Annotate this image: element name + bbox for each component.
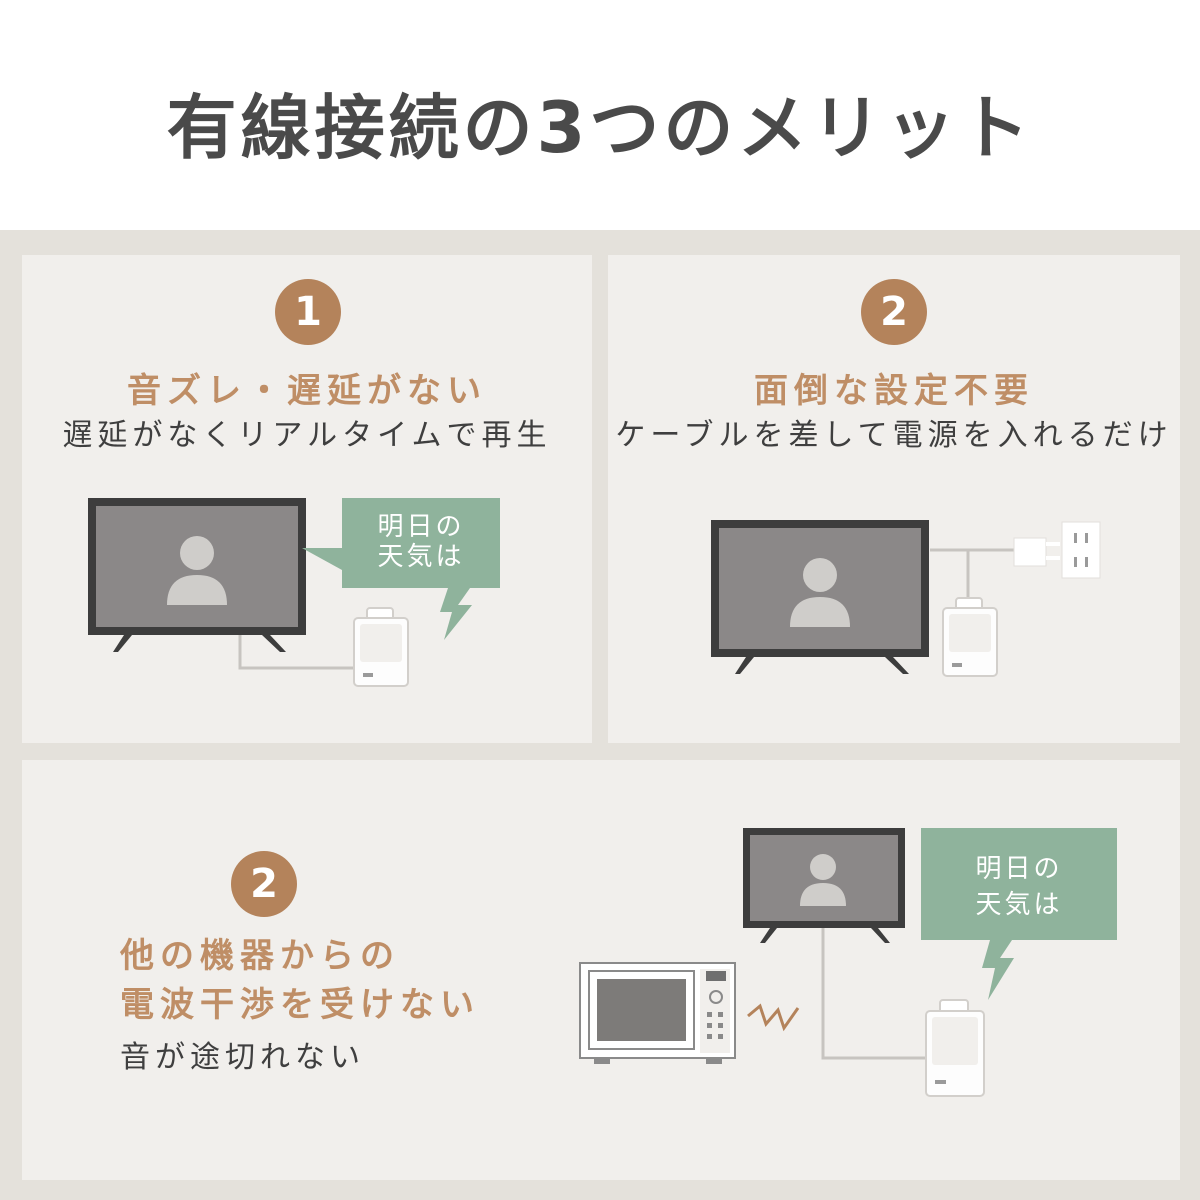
merit-heading-3-line-1: 他の機器からの	[120, 936, 400, 976]
header: 有線接続の3つのメリット	[0, 0, 1200, 230]
number-badge-2: 2	[861, 279, 927, 345]
tv-icon	[711, 520, 929, 674]
merit-subheading-1: 遅延がなくリアルタイムで再生	[62, 418, 552, 453]
merit-heading-2: 面倒な設定不要	[754, 371, 1034, 411]
merit-heading-3-line-2: 電波干渉を受けない	[120, 985, 480, 1025]
bubble-line-2: 天気は	[377, 542, 464, 572]
speech-bubble: 明日の 天気は	[302, 498, 500, 640]
bubble-line-2: 天気は	[975, 890, 1062, 920]
speech-bubble: 明日の 天気は	[921, 828, 1117, 1000]
power-outlet-icon	[1013, 521, 1101, 579]
number-badge-1: 1	[275, 279, 341, 345]
tv-icon	[743, 828, 905, 943]
bubble-line-1: 明日の	[975, 854, 1062, 884]
merit-heading-1: 音ズレ・遅延がない	[127, 371, 487, 411]
merit-subheading-2: ケーブルを差して電源を入れるだけ	[615, 418, 1173, 453]
speaker-icon	[925, 999, 985, 1097]
number-badge-3: 2	[231, 851, 297, 917]
speaker-icon	[353, 607, 409, 687]
speaker-icon	[942, 597, 998, 677]
tv-icon	[88, 498, 306, 652]
page-title: 有線接続の3つのメリット	[166, 87, 1034, 169]
merit-subheading-3: 音が途切れない	[120, 1040, 365, 1075]
interference-icon	[747, 1003, 800, 1032]
bubble-line-1: 明日の	[377, 512, 464, 542]
microwave-icon	[579, 962, 736, 1064]
